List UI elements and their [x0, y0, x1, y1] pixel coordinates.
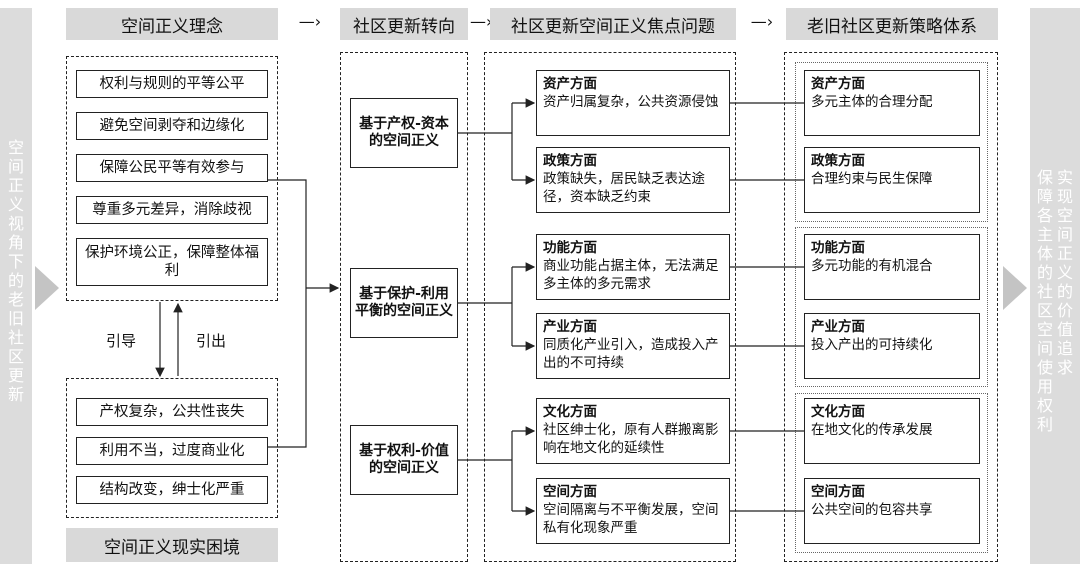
concept-item-1: 权利与规则的平等公平 [76, 70, 268, 98]
strategy-item-culture-title: 文化方面 [811, 404, 865, 420]
focus-item-culture: 文化方面 社区绅士化，原有人群搬离影响在地文化的延续性 [536, 398, 730, 464]
header-arrow-1: —› [298, 12, 322, 31]
focus-item-asset: 资产方面 资产归属复杂，公共资源侵蚀 [536, 70, 730, 136]
header-arrow-2: —› [470, 12, 493, 31]
strategy-item-function-text: 多元功能的有机混合 [811, 258, 933, 274]
derive-label: 引出 [196, 332, 227, 350]
strategy-item-industry-text: 投入产出的可持续化 [811, 337, 933, 353]
strategy-subgroup-2 [795, 227, 988, 387]
strategy-item-policy-text: 合理约束与民生保障 [811, 171, 933, 187]
right-chevron-icon [1003, 266, 1027, 310]
left-chevron-icon [35, 266, 59, 310]
concept-item-4: 尊重多元差异，消除歧视 [76, 196, 268, 224]
turn-group [340, 52, 468, 562]
guide-label: 引导 [106, 332, 137, 350]
strategy-item-space-text: 公共空间的包容共享 [811, 502, 933, 518]
concept-group [66, 56, 278, 301]
reality-group [66, 378, 278, 518]
reality-item-1: 产权复杂，公共性丧失 [76, 398, 268, 426]
strategy-item-function: 功能方面 多元功能的有机混合 [804, 234, 980, 300]
reality-footer: 空间正义现实困境 [66, 528, 278, 562]
strategy-item-policy-title: 政策方面 [811, 153, 865, 169]
right-side-text-2: 保障各主体的社区空间使用权利 [1036, 168, 1053, 434]
focus-item-policy: 政策方面 政策缺失，居民缺乏表达途径，资本缺乏约束 [536, 147, 730, 213]
strategy-item-asset-title: 资产方面 [811, 76, 865, 92]
concept-item-3: 保障公民平等有效参与 [76, 154, 268, 182]
focus-item-asset-title: 资产方面 [543, 76, 597, 92]
strategy-group [784, 52, 998, 562]
strategy-item-asset: 资产方面 多元主体的合理分配 [804, 70, 980, 136]
strategy-item-culture-text: 在地文化的传承发展 [811, 422, 933, 438]
turn-item-1: 基于产权-资本的空间正义 [350, 98, 458, 168]
header-concept: 空间正义理念 [66, 8, 278, 40]
strategy-item-space-title: 空间方面 [811, 484, 865, 500]
strategy-item-space: 空间方面 公共空间的包容共享 [804, 478, 980, 544]
strategy-item-culture: 文化方面 在地文化的传承发展 [804, 398, 980, 464]
reality-item-2: 利用不当，过度商业化 [76, 437, 268, 465]
focus-item-space: 空间方面 空间隔离与不平衡发展，空间私有化现象严重 [536, 478, 730, 544]
concept-item-5: 保护环境公正，保障整体福利 [76, 238, 268, 286]
reality-item-3: 结构改变，绅士化严重 [76, 476, 268, 504]
focus-item-space-text: 空间隔离与不平衡发展，空间私有化现象严重 [543, 502, 719, 536]
strategy-item-policy: 政策方面 合理约束与民生保障 [804, 147, 980, 213]
focus-item-industry: 产业方面 同质化产业引入，造成投入产出的不可持续 [536, 313, 730, 379]
left-side-text: 空间正义视角下的老旧社区更新 [7, 138, 24, 404]
header-strategy: 老旧社区更新策略体系 [786, 8, 998, 40]
focus-item-policy-text: 政策缺失，居民缺乏表达途径，资本缺乏约束 [543, 171, 705, 205]
strategy-item-industry: 产业方面 投入产出的可持续化 [804, 313, 980, 379]
concept-connector [268, 179, 307, 448]
focus-item-function-title: 功能方面 [543, 240, 597, 256]
focus-item-industry-text: 同质化产业引入，造成投入产出的不可持续 [543, 337, 719, 371]
focus-item-function: 功能方面 商业功能占据主体，无法满足多主体的多元需求 [536, 234, 730, 300]
focus-item-culture-title: 文化方面 [543, 404, 597, 420]
strategy-subgroup-1 [795, 62, 988, 222]
left-side-band: 空间正义视角下的老旧社区更新 [0, 8, 32, 564]
focus-item-policy-title: 政策方面 [543, 153, 597, 169]
right-side-text-1: 实现空间正义的价值追求 [1056, 168, 1073, 377]
focus-item-culture-text: 社区绅士化，原有人群搬离影响在地文化的延续性 [543, 422, 719, 456]
header-arrow-3: —› [750, 12, 774, 31]
header-focus: 社区更新空间正义焦点问题 [490, 8, 736, 40]
concept-item-2: 避免空间剥夺和边缘化 [76, 112, 268, 140]
strategy-item-asset-text: 多元主体的合理分配 [811, 94, 933, 110]
strategy-item-function-title: 功能方面 [811, 240, 865, 256]
right-side-band: 保障各主体的社区空间使用权利 实现空间正义的价值追求 [1030, 8, 1080, 564]
focus-group [484, 52, 736, 562]
header-turn: 社区更新转向 [340, 8, 468, 40]
turn-item-3: 基于权利-价值的空间正义 [350, 425, 458, 495]
focus-item-industry-title: 产业方面 [543, 319, 597, 335]
strategy-item-industry-title: 产业方面 [811, 319, 865, 335]
focus-item-asset-text: 资产归属复杂，公共资源侵蚀 [543, 94, 719, 110]
strategy-subgroup-3 [795, 393, 988, 553]
turn-item-2: 基于保护-利用平衡的空间正义 [350, 268, 458, 338]
focus-item-function-text: 商业功能占据主体，无法满足多主体的多元需求 [543, 258, 719, 292]
focus-item-space-title: 空间方面 [543, 484, 597, 500]
